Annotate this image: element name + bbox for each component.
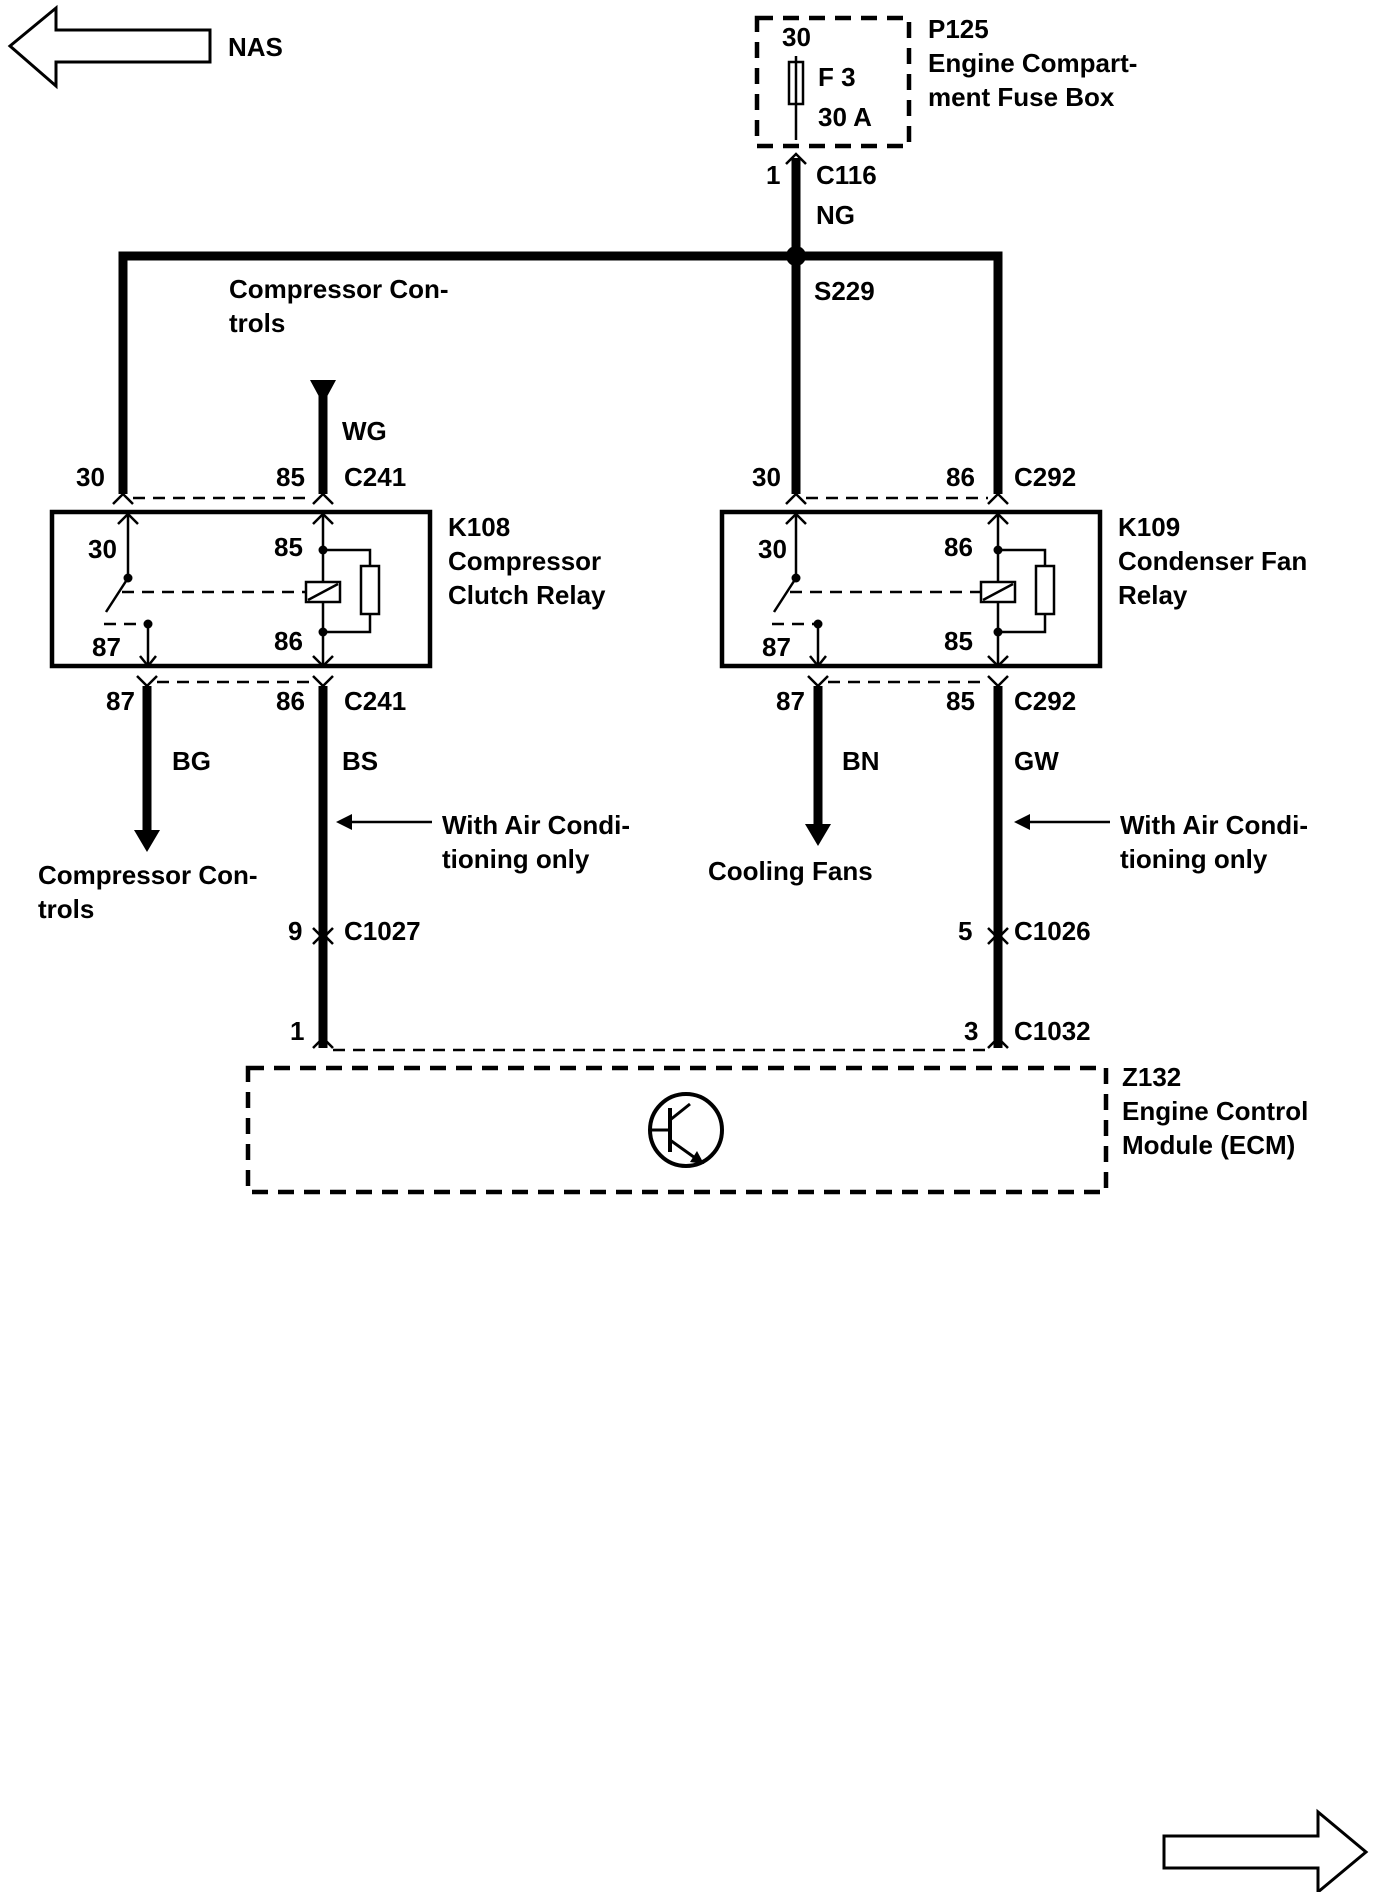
- k108-in-30: 30: [88, 534, 117, 564]
- left-note-1: With Air Condi-: [442, 810, 630, 840]
- c1027-pin: 9: [288, 916, 302, 946]
- c1027-id: C1027: [344, 916, 421, 946]
- k108-conn-87-icon: [136, 675, 158, 688]
- k108-conn-30-icon: [112, 492, 134, 505]
- right-note-1: With Air Condi-: [1120, 810, 1308, 840]
- k109-in-85: 85: [944, 626, 973, 656]
- k109-relay-box: [719, 509, 1103, 669]
- right-note-2: tioning only: [1120, 844, 1268, 874]
- left-out-ref-1: Compressor Con-: [38, 860, 258, 890]
- ecm-id: Z132: [1122, 1062, 1181, 1092]
- k109-switch-icon: [772, 512, 980, 669]
- k109-conn-bottom: C292: [1014, 686, 1076, 716]
- gw-wire-color: GW: [1014, 746, 1059, 776]
- k109-id: K109: [1118, 512, 1180, 542]
- k109-bot-right-pin: 85: [946, 686, 975, 716]
- bs-wire-color: BS: [342, 746, 378, 776]
- k109-in-87: 87: [762, 632, 791, 662]
- k108-relay-box: [49, 509, 433, 669]
- k108-name-2: Clutch Relay: [448, 580, 606, 610]
- ecm-pin-1: 1: [290, 1016, 304, 1046]
- nav-back-arrow[interactable]: [7, 4, 212, 90]
- fuse-box-outline: [754, 15, 912, 149]
- k109-top-left-pin: 30: [752, 462, 781, 492]
- k108-switch-icon: [104, 512, 306, 669]
- k109-coil-icon: [979, 512, 1056, 668]
- c116-pin: 1: [766, 160, 780, 190]
- right-out-ref: Cooling Fans: [708, 856, 873, 886]
- bg-arrow-icon: [134, 830, 160, 852]
- k108-conn-85-icon: [312, 492, 334, 505]
- wg-wire-color: WG: [342, 416, 387, 446]
- c116-id: C116: [816, 160, 877, 190]
- top-ref-label-2: trols: [229, 308, 285, 338]
- fuse-label: F 3: [818, 62, 856, 92]
- k108-bot-left-pin: 87: [106, 686, 135, 716]
- k108-conn-86-icon: [312, 675, 334, 688]
- c1026-connector-icon: [987, 927, 1009, 945]
- k109-conn-85-icon: [987, 675, 1009, 688]
- fuse-box-name-1: Engine Compart-: [928, 48, 1137, 78]
- k108-in-86: 86: [274, 626, 303, 656]
- k108-coil-icon: [304, 512, 381, 668]
- ecm-pin-1-icon: [312, 1036, 334, 1049]
- transistor-icon: [648, 1092, 724, 1168]
- k109-in-30: 30: [758, 534, 787, 564]
- k108-conn-bottom: C241: [344, 686, 406, 716]
- ecm-outline: [245, 1065, 1109, 1195]
- ecm-pin-3: 3: [964, 1016, 978, 1046]
- top-ref-label-1: Compressor Con-: [229, 274, 449, 304]
- k108-in-87: 87: [92, 632, 121, 662]
- s229-splice-dot: [786, 246, 806, 266]
- ecm-name-1: Engine Control: [1122, 1096, 1308, 1126]
- left-note-2: tioning only: [442, 844, 590, 874]
- bn-arrow-icon: [805, 824, 831, 846]
- c1026-pin: 5: [958, 916, 972, 946]
- c116-wire-color: NG: [816, 200, 855, 230]
- k108-name-1: Compressor: [448, 546, 601, 576]
- bn-wire-color: BN: [842, 746, 880, 776]
- k109-conn-86-icon: [987, 492, 1009, 505]
- k109-name-1: Condenser Fan: [1118, 546, 1307, 576]
- k109-top-right-pin: 86: [946, 462, 975, 492]
- c116-connector-icon: [785, 152, 807, 165]
- ecm-name-2: Module (ECM): [1122, 1130, 1295, 1160]
- k108-bot-right-pin: 86: [276, 686, 305, 716]
- right-note-arrow-icon: [1014, 814, 1110, 830]
- k109-bot-left-pin: 87: [776, 686, 805, 716]
- k108-id: K108: [448, 512, 510, 542]
- k109-name-2: Relay: [1118, 580, 1188, 610]
- c1032-id: C1032: [1014, 1016, 1091, 1046]
- c1026-id: C1026: [1014, 916, 1091, 946]
- fuse-box-name-2: ment Fuse Box: [928, 82, 1115, 112]
- fuse-rating: 30 A: [818, 102, 872, 132]
- fuse-pin-label: 30: [782, 22, 811, 52]
- k109-conn-30-icon: [785, 492, 807, 505]
- left-out-ref-2: trols: [38, 894, 94, 924]
- nav-back-label: NAS: [228, 32, 283, 62]
- k108-top-right-pin: 85: [276, 462, 305, 492]
- k109-conn-87-icon: [807, 675, 829, 688]
- nav-forward-arrow[interactable]: [1162, 1808, 1369, 1892]
- s229-label: S229: [814, 276, 875, 306]
- k109-in-86: 86: [944, 532, 973, 562]
- fuse-box-id: P125: [928, 14, 989, 44]
- s229-bus-wire: [118, 251, 1003, 494]
- bg-wire-color: BG: [172, 746, 211, 776]
- k108-in-85: 85: [274, 532, 303, 562]
- left-note-arrow-icon: [336, 814, 432, 830]
- k108-conn-top: C241: [344, 462, 406, 492]
- k108-top-left-pin: 30: [76, 462, 105, 492]
- ecm-pin-3-icon: [987, 1036, 1009, 1049]
- k109-conn-top: C292: [1014, 462, 1076, 492]
- c1027-connector-icon: [312, 927, 334, 945]
